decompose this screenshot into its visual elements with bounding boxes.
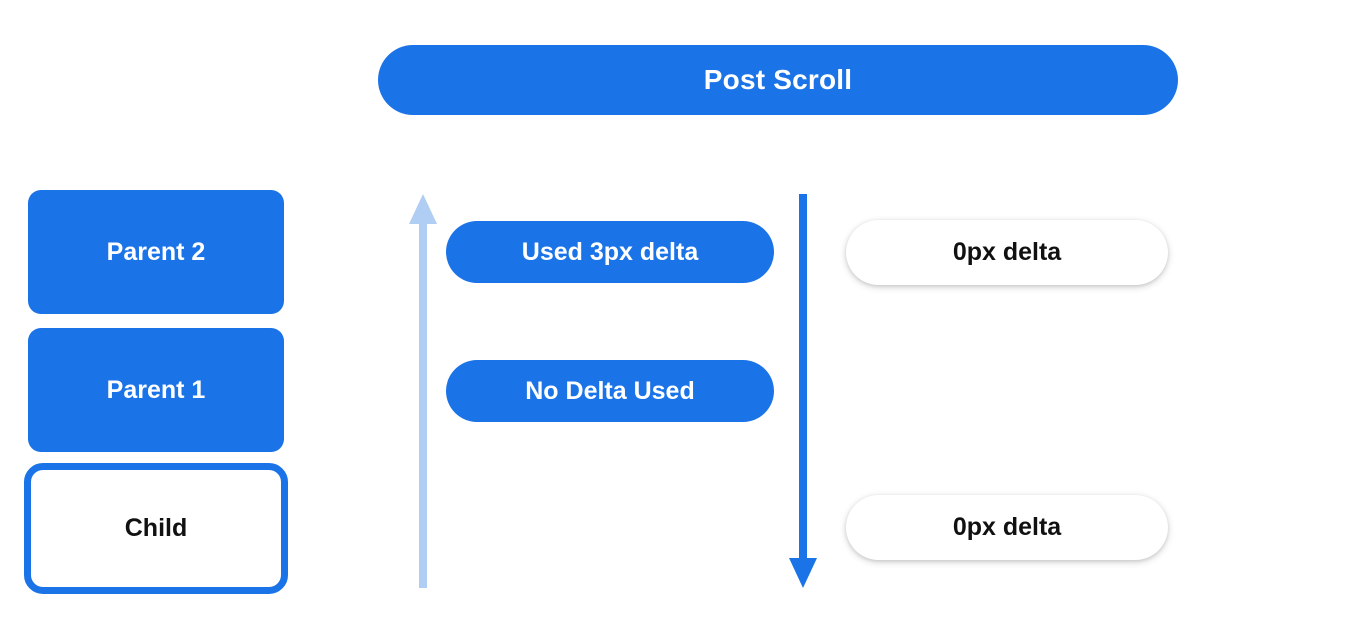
box-parent-1: Parent 1 [28,328,284,452]
box-parent-2-label: Parent 2 [106,237,206,266]
header-banner: Post Scroll [378,45,1178,115]
box-child: Child [24,463,288,594]
box-parent-2: Parent 2 [28,190,284,314]
pill-used-delta-label: Used 3px delta [521,237,699,266]
box-parent-1-label: Parent 1 [106,375,206,404]
pill-no-delta-used: No Delta Used [446,360,774,422]
scroll-chain-down-arrow-icon [789,194,817,588]
box-child-label: Child [124,514,188,542]
pill-zero-delta-top-label: 0px delta [952,238,1062,266]
pill-used-delta: Used 3px delta [446,221,774,283]
pill-zero-delta-bottom-label: 0px delta [952,513,1062,541]
pill-zero-delta-bottom: 0px delta [846,495,1168,560]
pill-no-delta-used-label: No Delta Used [525,376,695,405]
page-title: Post Scroll [703,64,853,95]
scroll-chain-up-arrow-icon [409,194,437,588]
pill-zero-delta-top: 0px delta [846,220,1168,285]
